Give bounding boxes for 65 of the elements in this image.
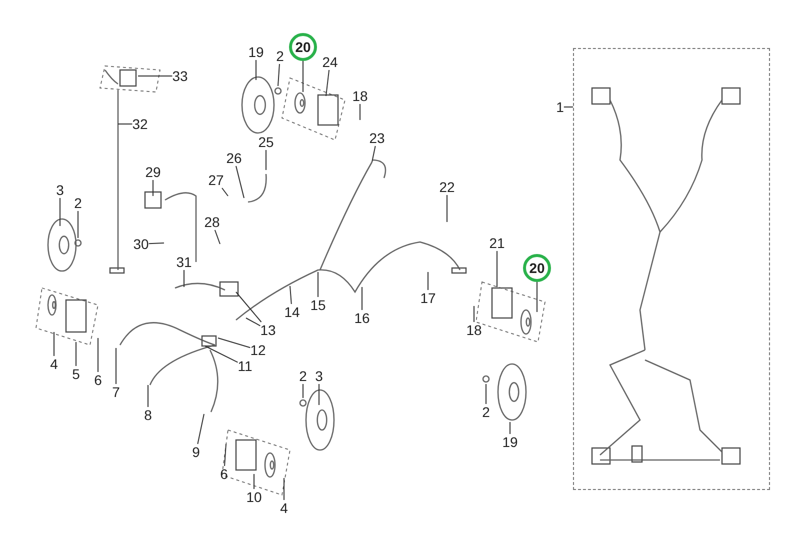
callout-number: 12 [250, 342, 266, 358]
callout-number: 24 [322, 54, 338, 70]
leader-line [236, 166, 244, 198]
leader-line [224, 444, 226, 466]
callout-number: 13 [260, 322, 276, 338]
leader-line [372, 146, 376, 162]
leader-line [496, 250, 498, 288]
leader-line [246, 318, 261, 326]
callout-number: 4 [280, 500, 288, 516]
callout-number: 9 [192, 444, 200, 460]
leader-line [278, 64, 280, 86]
assembly-frame [573, 48, 770, 490]
leader-line [222, 188, 228, 196]
leader-line [302, 60, 304, 92]
callout-number: 8 [144, 407, 152, 423]
leader-line [290, 286, 292, 304]
callout-number: 6 [220, 466, 228, 482]
callout-number: 5 [72, 366, 80, 382]
leader-line [204, 346, 238, 363]
leader-line [236, 292, 262, 322]
leader-line [302, 384, 304, 398]
leader-line [318, 384, 320, 406]
leader-line [563, 106, 574, 108]
callout-number: 30 [133, 236, 149, 252]
callout-number: 25 [258, 134, 274, 150]
callout-number: 19 [248, 44, 264, 60]
leader-line [446, 194, 448, 222]
leader-line [197, 414, 204, 444]
callout-number: 2 [299, 368, 307, 384]
callout-number: 2 [74, 195, 82, 211]
circled-callout-number: 20 [523, 254, 551, 282]
callout-number: 21 [489, 235, 505, 251]
callout-number: 10 [246, 489, 262, 505]
callout-number: 33 [172, 68, 188, 84]
callout-number: 17 [420, 290, 436, 306]
callout-number: 6 [94, 372, 102, 388]
callout-number: 23 [369, 130, 385, 146]
callout-number: 14 [284, 304, 300, 320]
leader-line [214, 230, 220, 244]
callout-number: 16 [354, 310, 370, 326]
leader-line [148, 242, 164, 244]
callout-number: 22 [439, 179, 455, 195]
callout-number: 11 [238, 358, 252, 374]
callout-number: 2 [482, 404, 490, 420]
circled-callout-number: 20 [289, 33, 317, 61]
callout-number: 18 [352, 88, 368, 104]
callout-number: 28 [204, 214, 220, 230]
leader-line [152, 180, 154, 196]
callout-number: 15 [310, 297, 326, 313]
callout-number: 2 [276, 48, 284, 64]
callout-number: 32 [132, 116, 148, 132]
leader-line [218, 338, 251, 348]
callout-number: 3 [315, 368, 323, 384]
callout-number: 26 [226, 150, 242, 166]
callout-number: 3 [56, 182, 64, 198]
callout-number: 18 [466, 322, 482, 338]
callout-number: 7 [112, 384, 120, 400]
callout-number: 19 [502, 434, 518, 450]
callout-number: 4 [50, 356, 58, 372]
leader-line [326, 70, 330, 96]
leader-line [536, 282, 538, 312]
callout-number: 29 [145, 164, 161, 180]
callout-number: 27 [208, 172, 224, 188]
callout-number: 1 [556, 99, 564, 115]
callout-number: 31 [176, 254, 192, 270]
